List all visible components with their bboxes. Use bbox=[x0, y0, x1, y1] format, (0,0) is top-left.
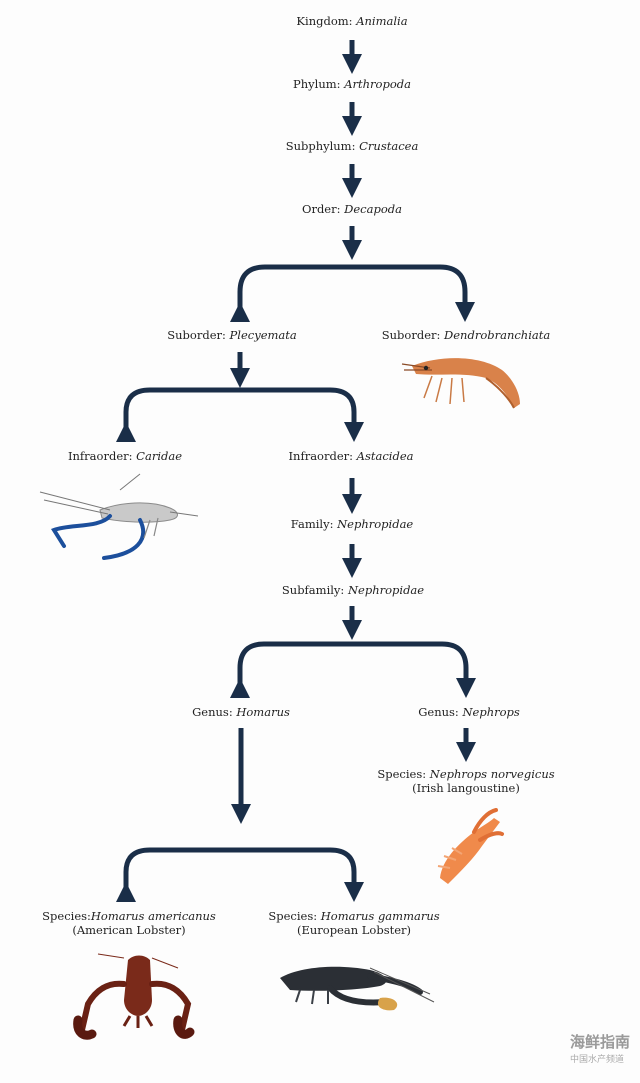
node-genus-nephrops: Genus: Nephrops bbox=[418, 705, 520, 719]
watermark: 海鲜指南中国水产频道 bbox=[569, 1033, 630, 1065]
node-suborder-plecyemata: Suborder: Plecyemata bbox=[167, 328, 297, 342]
node-infraorder-astacidea: Infraorder: Astacidea bbox=[288, 449, 414, 463]
node-genus-homarus: Genus: Homarus bbox=[192, 705, 290, 719]
node-subphylum: Subphylum: Crustacea bbox=[285, 139, 419, 153]
american-lobster-image bbox=[73, 953, 195, 1040]
node-phylum: Phylum: Arthropoda bbox=[293, 77, 411, 91]
branch-plecyemata bbox=[116, 387, 364, 442]
prawn-image bbox=[401, 358, 520, 409]
node-kingdom: Kingdom: Animalia bbox=[296, 14, 408, 28]
node-order: Order: Decapoda bbox=[302, 202, 402, 216]
european-lobster-image bbox=[280, 966, 435, 1011]
node-infraorder-caridae: Infraorder: Caridae bbox=[67, 449, 183, 463]
node-suborder-dendrobranchiata: Suborder: Dendrobranchiata bbox=[381, 328, 551, 342]
node-species-nephrops: Species: Nephrops norvegicus(Irish lango… bbox=[377, 767, 555, 795]
node-species-gammarus: Species: Homarus gammarus(European Lobst… bbox=[268, 909, 440, 937]
freshwater-prawn-image bbox=[39, 473, 199, 560]
branch-subfamily bbox=[230, 641, 476, 698]
node-species-americanus: Species:Homarus americanus(American Lobs… bbox=[42, 909, 216, 937]
langoustine-image bbox=[437, 808, 504, 884]
branch-homarus bbox=[116, 847, 364, 902]
node-subfamily: Subfamily: Nephropidae bbox=[281, 583, 425, 597]
branch-order bbox=[230, 264, 475, 322]
node-family: Family: Nephropidae bbox=[290, 517, 414, 531]
